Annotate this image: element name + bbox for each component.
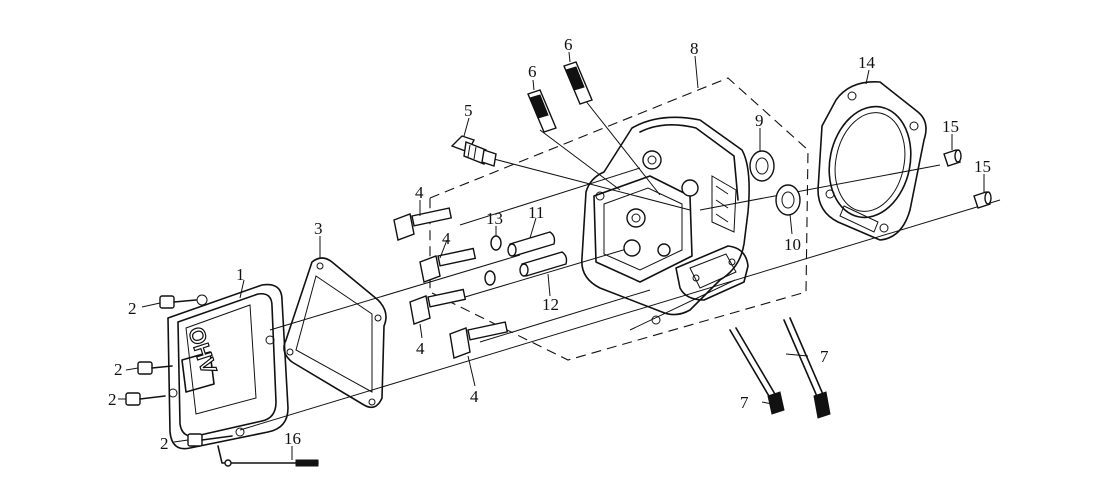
callout-15: 15 (974, 157, 991, 176)
valve-seal (775, 184, 801, 216)
head-bolt (419, 247, 477, 283)
dowel-pin (973, 191, 992, 209)
callout-7: 7 (820, 347, 829, 366)
cover-gasket (283, 257, 387, 409)
callout-4: 4 (470, 387, 479, 406)
head-bolt (409, 288, 467, 325)
callout-leaders (118, 51, 985, 460)
callout-4: 4 (442, 229, 451, 248)
spark-plug (450, 135, 497, 167)
stud (527, 89, 557, 133)
callout-6: 6 (528, 62, 537, 81)
callout-11: 11 (528, 203, 544, 222)
stud (563, 61, 593, 105)
callout-4: 4 (416, 339, 425, 358)
valve-guide (519, 251, 568, 277)
callout-8: 8 (690, 39, 699, 58)
cylinder-head (581, 116, 750, 325)
head-bolt (449, 321, 509, 359)
long-stud (729, 327, 785, 415)
callout-9: 9 (755, 111, 764, 130)
callout-2: 2 (108, 390, 117, 409)
cover-bolt (137, 361, 173, 375)
callout-6: 6 (564, 35, 573, 54)
callout-labels: 1 2 2 2 2 3 4 4 4 4 5 6 6 7 7 8 9 10 11 … (108, 35, 991, 453)
head-gasket (817, 81, 927, 241)
callout-3: 3 (314, 219, 323, 238)
explosion-axis-lines (239, 99, 1001, 431)
callout-15: 15 (942, 117, 959, 136)
valve-guide (507, 231, 556, 257)
cylinder-head-assembly-boundary (429, 77, 809, 361)
long-stud (783, 317, 831, 419)
head-bolt (393, 207, 453, 241)
o-ring (484, 235, 502, 286)
callout-10: 10 (784, 235, 801, 254)
callout-16: 16 (284, 429, 301, 448)
callout-1: 1 (236, 265, 245, 284)
callout-2: 2 (160, 434, 169, 453)
callout-13: 13 (486, 209, 503, 228)
callout-4: 4 (415, 183, 424, 202)
callout-14: 14 (858, 53, 876, 72)
dowel-pin (943, 149, 962, 167)
callout-2: 2 (114, 360, 123, 379)
breather-tube (217, 445, 319, 467)
cover-bolt (159, 295, 197, 309)
valve-cover: OHV (167, 283, 289, 450)
callout-12: 12 (542, 295, 559, 314)
valve-seal (749, 150, 775, 182)
cover-bolt (125, 392, 166, 406)
callout-5: 5 (464, 101, 473, 120)
callout-7: 7 (740, 393, 749, 412)
callout-2: 2 (128, 299, 137, 318)
